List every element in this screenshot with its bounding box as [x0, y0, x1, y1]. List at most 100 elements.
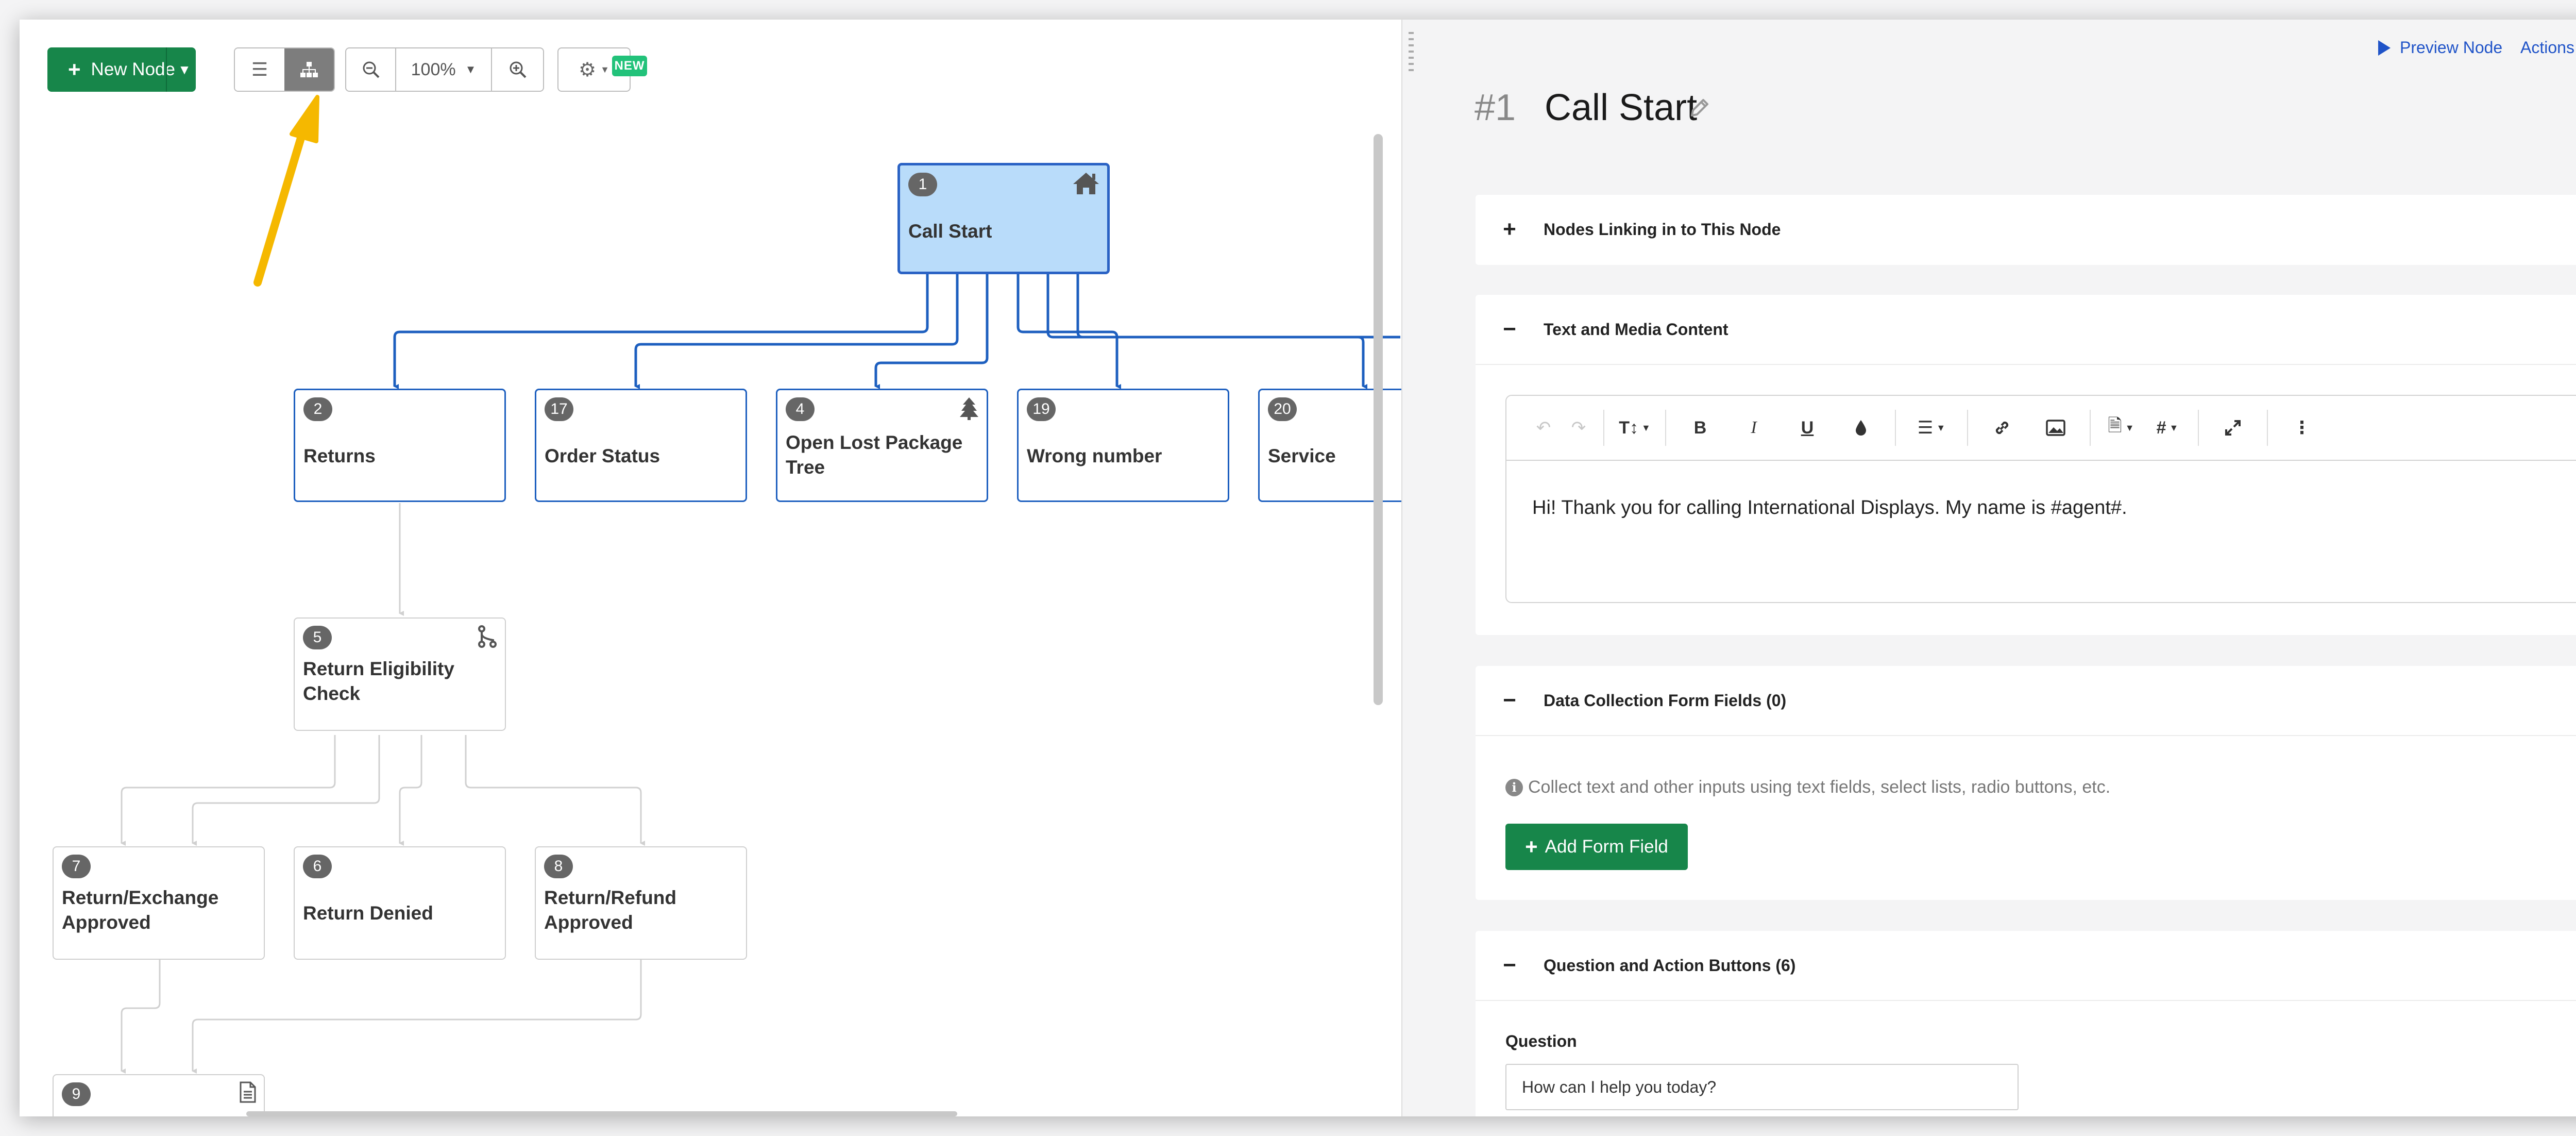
- image-icon: [2046, 420, 2065, 436]
- toolbar-divider: [2090, 410, 2091, 446]
- zoom-in-button[interactable]: [492, 48, 543, 91]
- section-header[interactable]: − Text and Media Content: [1476, 295, 2576, 364]
- node-number-badge: 6: [303, 855, 332, 878]
- tree-canvas-pane: + New Node ▼ ☰: [20, 20, 1401, 1116]
- node-number-badge: 17: [545, 397, 573, 421]
- editor-content[interactable]: Hi! Thank you for calling International …: [1532, 497, 2127, 519]
- preview-node-button[interactable]: Preview Node: [2378, 38, 2502, 57]
- new-node-label: New Node: [91, 59, 175, 79]
- chevron-down-icon: ▼: [465, 63, 477, 76]
- edge-1-4: [874, 273, 989, 389]
- underline-button[interactable]: U: [1781, 396, 1834, 460]
- italic-button[interactable]: I: [1727, 396, 1781, 460]
- section-header[interactable]: − Data Collection Form Fields (0): [1476, 666, 2576, 735]
- node-number-badge: 5: [303, 626, 332, 649]
- help-text: Collect text and other inputs using text…: [1528, 777, 2111, 797]
- bullet-list-icon: ☰: [1917, 418, 1934, 438]
- horizontal-scrollbar[interactable]: [246, 1111, 957, 1116]
- more-options-button[interactable]: ⋮: [2275, 396, 2329, 460]
- collapse-icon: −: [1503, 688, 1516, 713]
- node-number-badge: 4: [786, 397, 815, 421]
- tree-node-9[interactable]: 9: [53, 1074, 265, 1116]
- question-label: Question: [1505, 1032, 1577, 1050]
- node-title: Order Status: [545, 445, 660, 466]
- actions-dropdown[interactable]: Actions ▼: [2520, 38, 2576, 57]
- add-form-field-label: Add Form Field: [1545, 837, 1668, 857]
- plus-icon: +: [1525, 834, 1538, 859]
- node-title: Return Eligibility Check: [303, 658, 454, 704]
- chevron-down-icon: ▼: [2169, 422, 2179, 433]
- new-node-dropdown-toggle[interactable]: ▼: [178, 61, 191, 77]
- tree-node-5[interactable]: 5 Return Eligibility Check: [294, 617, 506, 731]
- edge-8-9: [192, 959, 642, 1074]
- node-detail-pane: Preview Node Actions ▼ #1 Call Start + N…: [1419, 20, 2576, 1116]
- tree-node-17[interactable]: 17 Order Status: [535, 389, 747, 502]
- edge-5-7a: [121, 735, 336, 846]
- new-node-button[interactable]: + New Node ▼: [47, 47, 196, 92]
- zoom-controls: 100% ▼: [345, 47, 544, 92]
- list-view-button[interactable]: ☰: [235, 48, 284, 91]
- list-dropdown[interactable]: ☰▼: [1903, 396, 1960, 460]
- editor-toolbar: ↶ ↷ T↕▼ B I: [1506, 396, 2576, 461]
- italic-icon: I: [1751, 418, 1757, 437]
- chevron-down-icon: ▼: [1936, 422, 1946, 433]
- text-size-icon: T↕: [1619, 417, 1638, 438]
- redo-button[interactable]: ↷: [1561, 396, 1596, 460]
- tree-node-8[interactable]: 8 Return/Refund Approved: [535, 846, 747, 960]
- tree-node-6[interactable]: 6 Return Denied: [294, 846, 506, 960]
- node-title: Return/Exchange Approved: [62, 887, 219, 933]
- section-title: Nodes Linking in to This Node: [1544, 220, 1781, 239]
- add-form-field-button[interactable]: + Add Form Field: [1505, 824, 1688, 870]
- tree-icon: [960, 397, 978, 420]
- pencil-icon[interactable]: [1688, 96, 1711, 120]
- link-icon: [1995, 421, 2009, 435]
- tree-node-20[interactable]: 20 Service: [1258, 389, 1401, 502]
- section-header[interactable]: − Question and Action Buttons (6): [1476, 931, 2576, 1000]
- toolbar-divider: [2198, 410, 2199, 446]
- insert-document-dropdown[interactable]: 🗎▼: [2098, 396, 2144, 460]
- pane-splitter[interactable]: [1401, 20, 1420, 1116]
- edge-1-17: [634, 273, 959, 389]
- page-title: Call Start: [1545, 87, 1698, 128]
- drag-handle-icon: [1409, 32, 1414, 73]
- edge-1-x: [1076, 273, 1400, 339]
- node-title: Wrong number: [1027, 445, 1162, 466]
- zoom-out-icon: [363, 61, 379, 78]
- vertical-scrollbar[interactable]: [1374, 134, 1383, 705]
- zoom-level-value: 100%: [411, 59, 456, 79]
- tree-node-7[interactable]: 7 Return/Exchange Approved: [53, 846, 265, 960]
- app-window: + New Node ▼ ☰: [20, 20, 2576, 1116]
- node-number-badge: 7: [62, 855, 91, 878]
- text-color-button[interactable]: [1834, 396, 1888, 460]
- data-collection-section: − Data Collection Form Fields (0) i Coll…: [1476, 666, 2576, 900]
- question-input[interactable]: [1505, 1064, 2019, 1110]
- tree-node-1[interactable]: 1 Call Start: [897, 163, 1110, 274]
- fullscreen-button[interactable]: [2206, 396, 2260, 460]
- collapse-icon: −: [1503, 316, 1516, 342]
- edge-5-6: [399, 735, 422, 846]
- bold-button[interactable]: B: [1673, 396, 1727, 460]
- node-number-badge: 2: [303, 397, 332, 421]
- tree-node-2[interactable]: 2 Returns: [294, 389, 506, 502]
- tree-node-19[interactable]: 19 Wrong number: [1017, 389, 1229, 502]
- undo-button[interactable]: ↶: [1526, 396, 1561, 460]
- gear-icon: ⚙: [579, 59, 597, 81]
- data-collection-help: i Collect text and other inputs using te…: [1505, 777, 2110, 797]
- insert-link-button[interactable]: [1975, 396, 2029, 460]
- zoom-out-button[interactable]: [346, 48, 396, 91]
- node-title: Service: [1268, 445, 1336, 466]
- insert-image-button[interactable]: [2029, 396, 2082, 460]
- node-title: Returns: [303, 445, 376, 466]
- zoom-level-select[interactable]: 100% ▼: [396, 48, 493, 91]
- chevron-down-icon: ▼: [1641, 422, 1651, 433]
- collapse-icon: −: [1503, 953, 1516, 978]
- node-number-badge: 1: [908, 173, 937, 196]
- chevron-down-icon: ▼: [600, 64, 609, 75]
- tree-view-button[interactable]: [284, 48, 334, 91]
- font-size-dropdown[interactable]: T↕▼: [1612, 396, 1658, 460]
- home-icon: [1073, 173, 1099, 194]
- insert-variable-dropdown[interactable]: #▼: [2144, 396, 2191, 460]
- tree-node-4[interactable]: 4 Open Lost Package Tree: [776, 389, 988, 502]
- section-header[interactable]: + Nodes Linking in to This Node: [1476, 195, 2576, 264]
- canvas-settings-button[interactable]: ⚙ ▼: [557, 47, 631, 92]
